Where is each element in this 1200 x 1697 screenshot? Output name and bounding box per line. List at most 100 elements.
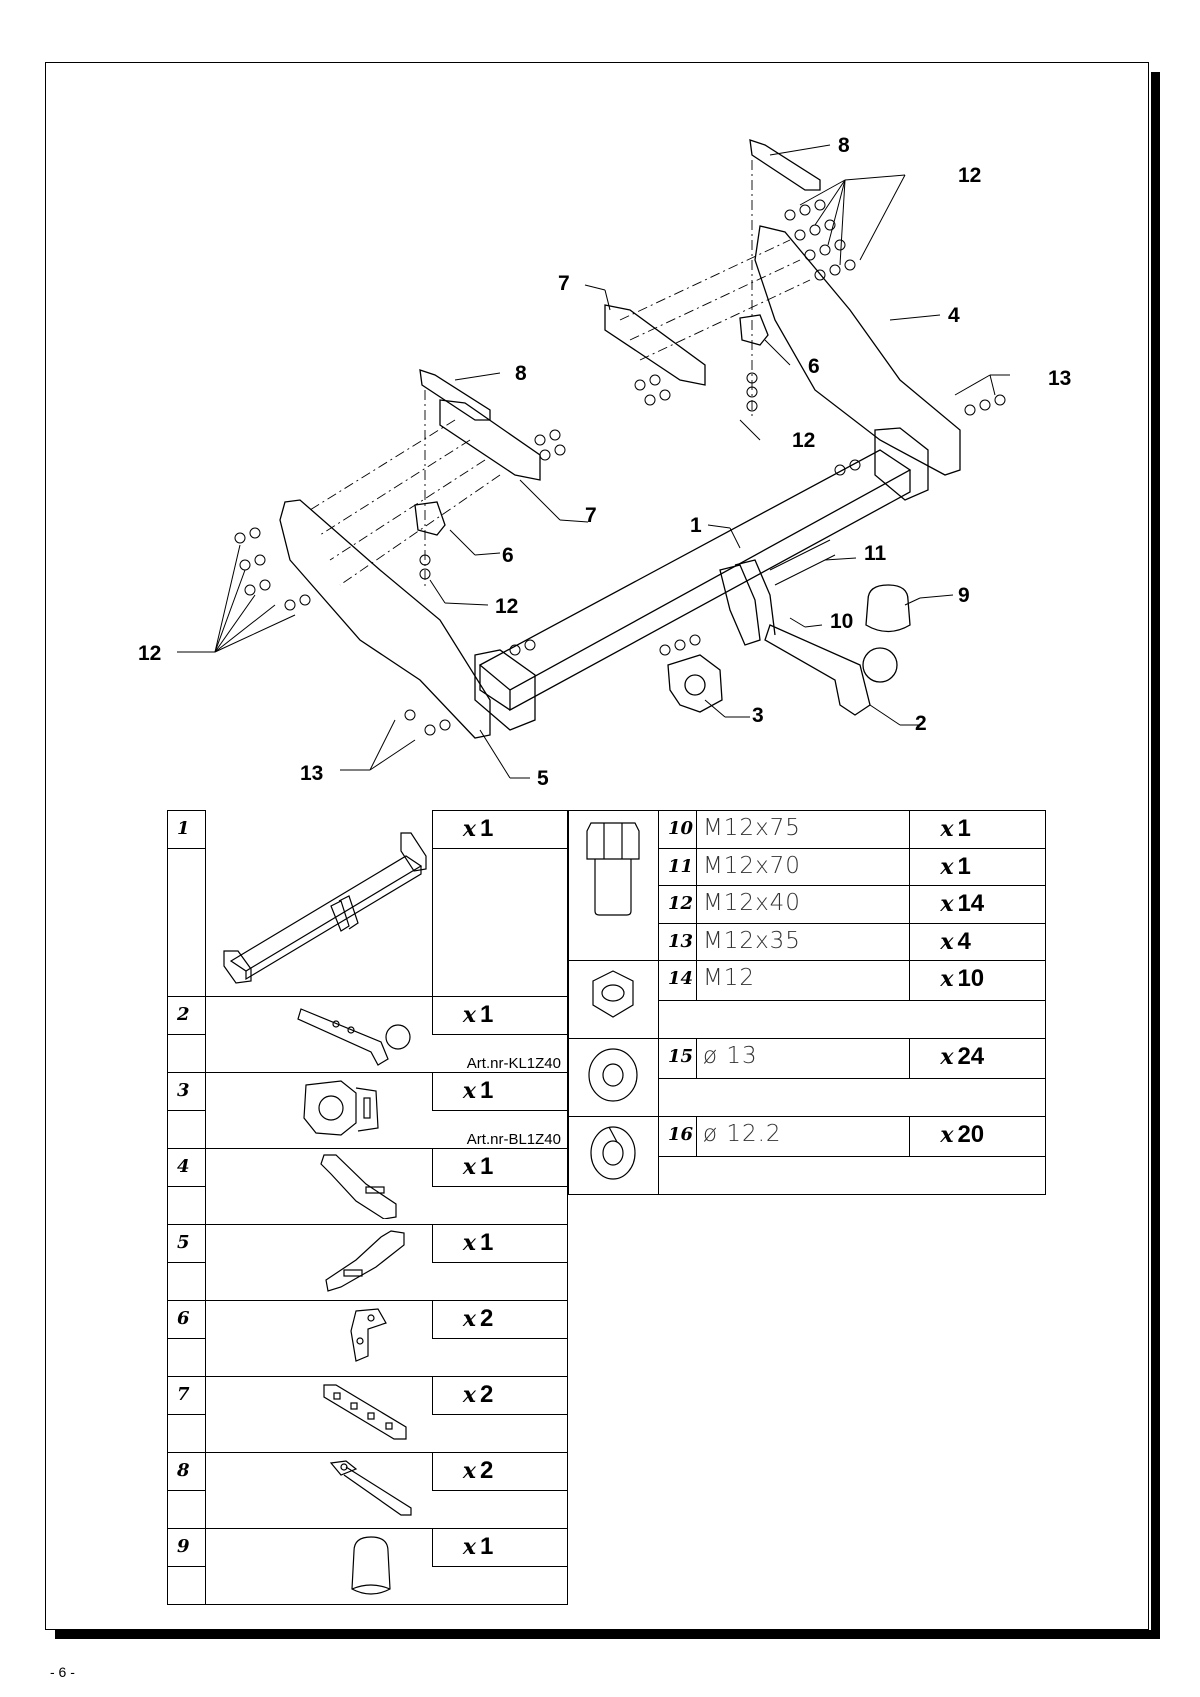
callout-7-top: 7 bbox=[558, 272, 570, 295]
article-number: Art.nr-KL1Z40 bbox=[432, 1034, 569, 1073]
part-number: 9 bbox=[167, 1527, 206, 1568]
part-6-thumbnail bbox=[204, 1299, 433, 1377]
callout-6-top: 6 bbox=[808, 355, 820, 378]
part-4-thumbnail bbox=[204, 1147, 433, 1225]
strip-top bbox=[749, 139, 821, 191]
callout-12-left-low: 12 bbox=[495, 595, 518, 618]
callout-6-left: 6 bbox=[502, 544, 514, 567]
article-number: Art.nr-BL1Z40 bbox=[432, 1110, 569, 1149]
end-plate-left bbox=[474, 649, 536, 731]
mount-plate-icon bbox=[323, 1383, 407, 1440]
part-number: 5 bbox=[167, 1223, 206, 1264]
spring-washer-icon bbox=[590, 1126, 636, 1180]
callout-2: 2 bbox=[915, 712, 927, 735]
callout-4: 4 bbox=[948, 304, 960, 327]
part-number: 7 bbox=[167, 1375, 206, 1416]
part-number: 1 bbox=[167, 810, 206, 849]
side-plate-right-icon bbox=[320, 1153, 397, 1220]
nut-thumbnail bbox=[568, 960, 659, 1039]
ball-neck-icon bbox=[297, 1007, 411, 1066]
mount-plate-left bbox=[439, 399, 541, 481]
part-number: 11 bbox=[657, 847, 697, 886]
washer-thumbnail bbox=[568, 1038, 659, 1117]
part-number: 14 bbox=[657, 960, 697, 1001]
angle-bracket-icon bbox=[350, 1307, 387, 1362]
exploded-assembly-diagram: 8 12 7 4 6 13 12 8 7 1 11 9 6 12 10 12 3… bbox=[138, 134, 1071, 790]
part-spec: M12x35 bbox=[695, 922, 911, 961]
callout-8-top: 8 bbox=[838, 134, 850, 157]
part-spec: ø 13 bbox=[695, 1038, 911, 1079]
callout-11: 11 bbox=[864, 542, 887, 565]
part-number: 3 bbox=[167, 1071, 206, 1112]
side-plate-left-icon bbox=[325, 1229, 405, 1292]
callout-12-top: 12 bbox=[958, 164, 981, 187]
part-spec: M12 bbox=[695, 960, 911, 1001]
tow-ball bbox=[862, 647, 898, 683]
part-8-thumbnail bbox=[204, 1451, 433, 1529]
part-number: 6 bbox=[167, 1299, 206, 1340]
center-bracket bbox=[719, 564, 761, 646]
part-number: 4 bbox=[167, 1147, 206, 1188]
callout-8-left: 8 bbox=[515, 362, 527, 385]
part-number: 13 bbox=[657, 922, 697, 961]
ball-cap bbox=[865, 584, 911, 633]
callout-9: 9 bbox=[958, 584, 970, 607]
part-spec: M12x40 bbox=[695, 885, 911, 924]
callout-1: 1 bbox=[690, 514, 702, 537]
hex-nut-icon bbox=[592, 970, 634, 1018]
part-number: 12 bbox=[657, 885, 697, 924]
part-5-thumbnail bbox=[204, 1223, 433, 1301]
frame-shadow-bottom bbox=[55, 1630, 1160, 1639]
flat-washer-icon bbox=[588, 1048, 638, 1102]
ball-cap-icon bbox=[351, 1535, 391, 1595]
callout-7-left: 7 bbox=[585, 504, 597, 527]
angle-bracket-top bbox=[739, 314, 769, 346]
page-number: - 6 - bbox=[50, 1664, 75, 1680]
part-9-thumbnail bbox=[204, 1527, 433, 1605]
bolt-thumbnail bbox=[568, 810, 659, 961]
part-7-thumbnail bbox=[204, 1375, 433, 1453]
side-plate-right bbox=[754, 225, 961, 476]
frame-shadow-right bbox=[1151, 72, 1160, 1638]
mount-plate-top bbox=[604, 304, 706, 386]
part-1-thumbnail bbox=[204, 810, 433, 997]
cross-bar-icon bbox=[223, 831, 427, 984]
part-spec: M12x70 bbox=[695, 847, 911, 886]
callout-3: 3 bbox=[752, 704, 764, 727]
socket-plate-icon bbox=[303, 1079, 379, 1136]
callout-13-left: 13 bbox=[300, 762, 323, 785]
angle-bracket-left bbox=[414, 501, 446, 536]
part-number: 8 bbox=[167, 1451, 206, 1492]
ball-neck bbox=[764, 624, 871, 716]
cross-bar bbox=[478, 449, 912, 691]
part-spec: ø 12.2 bbox=[695, 1116, 911, 1157]
callout-12-left: 12 bbox=[138, 642, 161, 665]
end-plate-right bbox=[874, 427, 929, 501]
hex-bolt-icon bbox=[586, 822, 640, 916]
strip-left bbox=[419, 369, 491, 421]
callout-5: 5 bbox=[537, 767, 549, 790]
socket-plate bbox=[667, 654, 723, 713]
part-spec: M12x75 bbox=[695, 810, 911, 849]
callout-12-mid: 12 bbox=[792, 429, 815, 452]
part-number: 15 bbox=[657, 1038, 697, 1079]
part-number: 16 bbox=[657, 1116, 697, 1157]
strip-icon bbox=[329, 1459, 412, 1516]
spring-washer-thumbnail bbox=[568, 1116, 659, 1195]
